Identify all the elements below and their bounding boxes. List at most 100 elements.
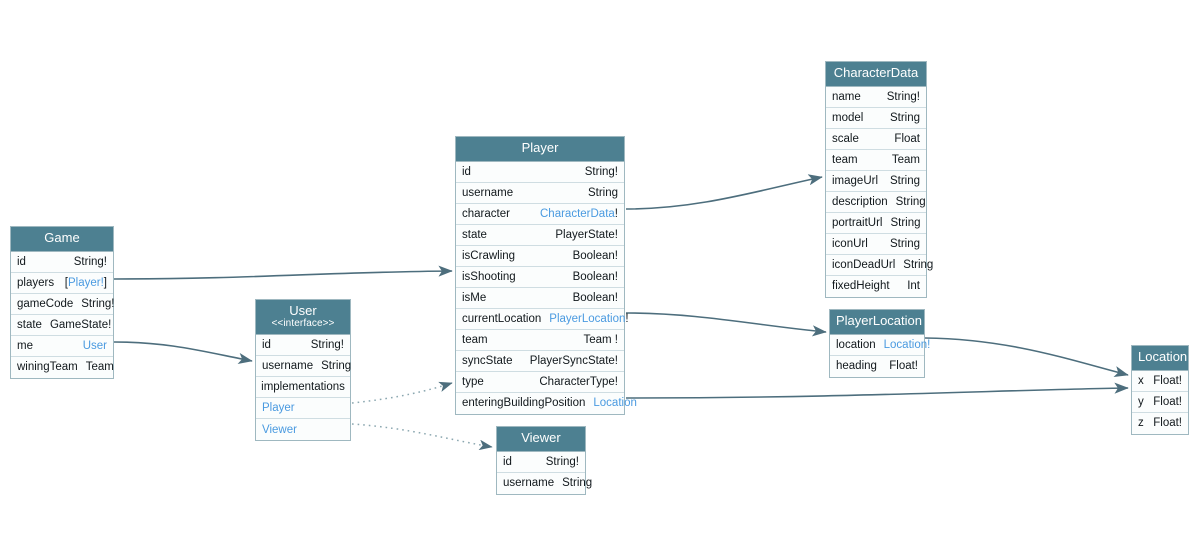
field-type: User: [82, 339, 107, 352]
field-name: isShooting: [462, 270, 516, 283]
field-row[interactable]: isMe Boolean!: [456, 287, 624, 309]
field-type: Team !: [583, 333, 618, 346]
field-type: String!: [310, 339, 344, 352]
field-type: Float!: [1153, 417, 1182, 430]
field-row[interactable]: Viewer: [256, 419, 350, 441]
field-name: z: [1138, 417, 1144, 430]
field-name: id: [262, 339, 271, 352]
field-type: Boolean!: [572, 291, 618, 304]
field-type: Float!: [889, 360, 918, 373]
field-row[interactable]: scale Float: [826, 128, 926, 150]
field-name: id: [17, 255, 26, 268]
field-name: fixedHeight: [832, 280, 890, 293]
field-type: Float!: [1153, 395, 1182, 408]
field-name: Viewer: [262, 423, 297, 436]
edge-playerlocation-location-to-location: [924, 337, 1129, 378]
field-row[interactable]: implementations: [256, 377, 350, 399]
entity-title: Player: [521, 140, 559, 155]
field-row[interactable]: x Float!: [1132, 370, 1188, 392]
entity-header-playerlocation: PlayerLocation: [830, 310, 924, 335]
field-name: x: [1138, 374, 1144, 387]
field-name: state: [17, 318, 42, 331]
field-name: name: [832, 90, 861, 103]
field-name: model: [832, 111, 864, 124]
field-row[interactable]: id String!: [256, 335, 350, 357]
field-type: [Player!]: [64, 276, 107, 289]
field-row[interactable]: z Float!: [1132, 412, 1188, 434]
field-row[interactable]: isShooting Boolean!: [456, 266, 624, 288]
field-type: Team: [891, 153, 920, 166]
field-row[interactable]: me User: [11, 335, 113, 357]
field-name: team: [832, 153, 858, 166]
field-name: winingTeam: [17, 361, 78, 374]
field-type: GameState!: [49, 318, 112, 331]
entity-header-user: User<<interface>>: [256, 300, 350, 336]
field-row[interactable]: winingTeam Team: [11, 356, 114, 378]
field-name: isMe: [462, 291, 487, 304]
entity-header-viewer: Viewer: [497, 427, 585, 452]
field-type: Team: [85, 361, 114, 374]
field-type: CharacterType!: [539, 375, 618, 388]
field-type: String: [889, 237, 920, 250]
entity-header-game: Game: [11, 227, 113, 252]
edge-user-implements-player: [351, 381, 453, 404]
field-row[interactable]: name String!: [826, 86, 926, 108]
field-type: String!: [584, 165, 618, 178]
field-name: scale: [832, 132, 859, 145]
field-type: String: [889, 174, 920, 187]
field-row[interactable]: state GameState!: [11, 314, 113, 336]
field-name: enteringBuildingPosition: [462, 397, 586, 410]
field-row[interactable]: Player: [256, 398, 350, 420]
field-type: Boolean!: [572, 270, 618, 283]
field-type: PlayerSyncState!: [529, 354, 618, 367]
field-name: currentLocation: [462, 312, 542, 325]
field-type: String: [562, 477, 593, 490]
field-type: Float!: [1153, 374, 1182, 387]
entity-title: Viewer: [521, 430, 561, 445]
field-type: String!: [886, 90, 920, 103]
field-type: String: [321, 360, 352, 373]
edge-player-character-to-characterdata: [625, 174, 823, 210]
entity-header-location: Location: [1132, 346, 1188, 371]
field-name: character: [462, 207, 510, 220]
field-type: Float: [894, 132, 920, 145]
field-row[interactable]: team Team: [826, 149, 926, 171]
entity-title: User: [289, 303, 317, 318]
field-name: gameCode: [17, 297, 74, 310]
field-name: me: [17, 339, 33, 352]
field-row[interactable]: players[Player!]: [11, 272, 113, 294]
